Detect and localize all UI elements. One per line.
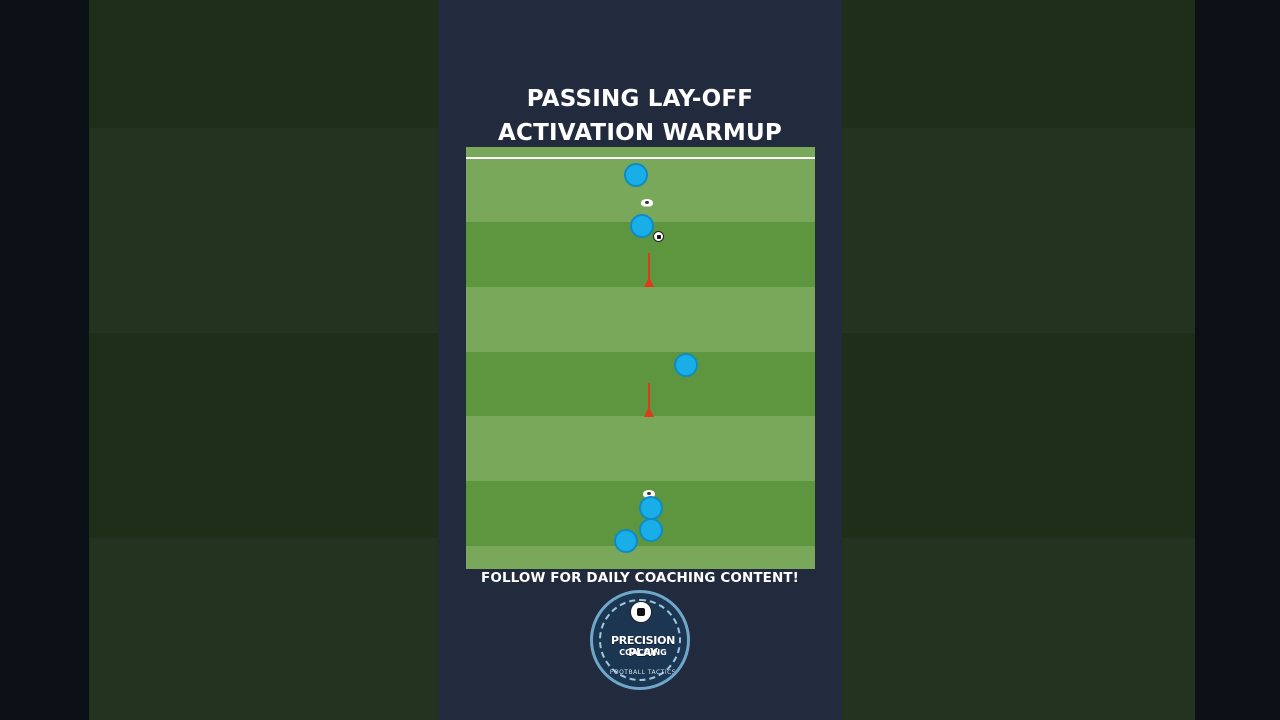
- follow-cta: FOLLOW FOR DAILY COACHING CONTENT!: [481, 570, 799, 586]
- pitch-stripe: [466, 352, 815, 416]
- pitch-stripe: [466, 546, 815, 569]
- background-right: [842, 0, 1195, 720]
- player-marker: [639, 518, 663, 542]
- drill-title: PASSING LAY-OFF ACTIVATION WARMUP: [438, 82, 842, 150]
- player-marker: [624, 163, 648, 187]
- football-icon: [653, 231, 664, 242]
- disc-cone: [641, 199, 653, 207]
- player-marker: [639, 496, 663, 520]
- pitch-stripe: [466, 416, 815, 481]
- logo-tagline: FOOTBALL TACTICS: [609, 669, 677, 676]
- player-marker: [630, 214, 654, 238]
- background-left: [89, 0, 438, 720]
- player-marker: [674, 353, 698, 377]
- football-icon: [630, 601, 652, 623]
- logo-title: PRECISION PLAY: [610, 634, 676, 659]
- pitch-stripe: [466, 287, 815, 352]
- brand-logo: PRECISION PLAY COACHING FOOTBALL TACTICS: [590, 590, 690, 690]
- pitch-line: [466, 157, 815, 159]
- logo-ring: [599, 599, 681, 681]
- title-line-2: ACTIVATION WARMUP: [498, 120, 782, 146]
- logo-subtitle: COACHING: [619, 648, 667, 657]
- player-marker: [614, 529, 638, 553]
- title-line-1: PASSING LAY-OFF: [526, 86, 754, 112]
- pitch-diagram: [466, 147, 815, 569]
